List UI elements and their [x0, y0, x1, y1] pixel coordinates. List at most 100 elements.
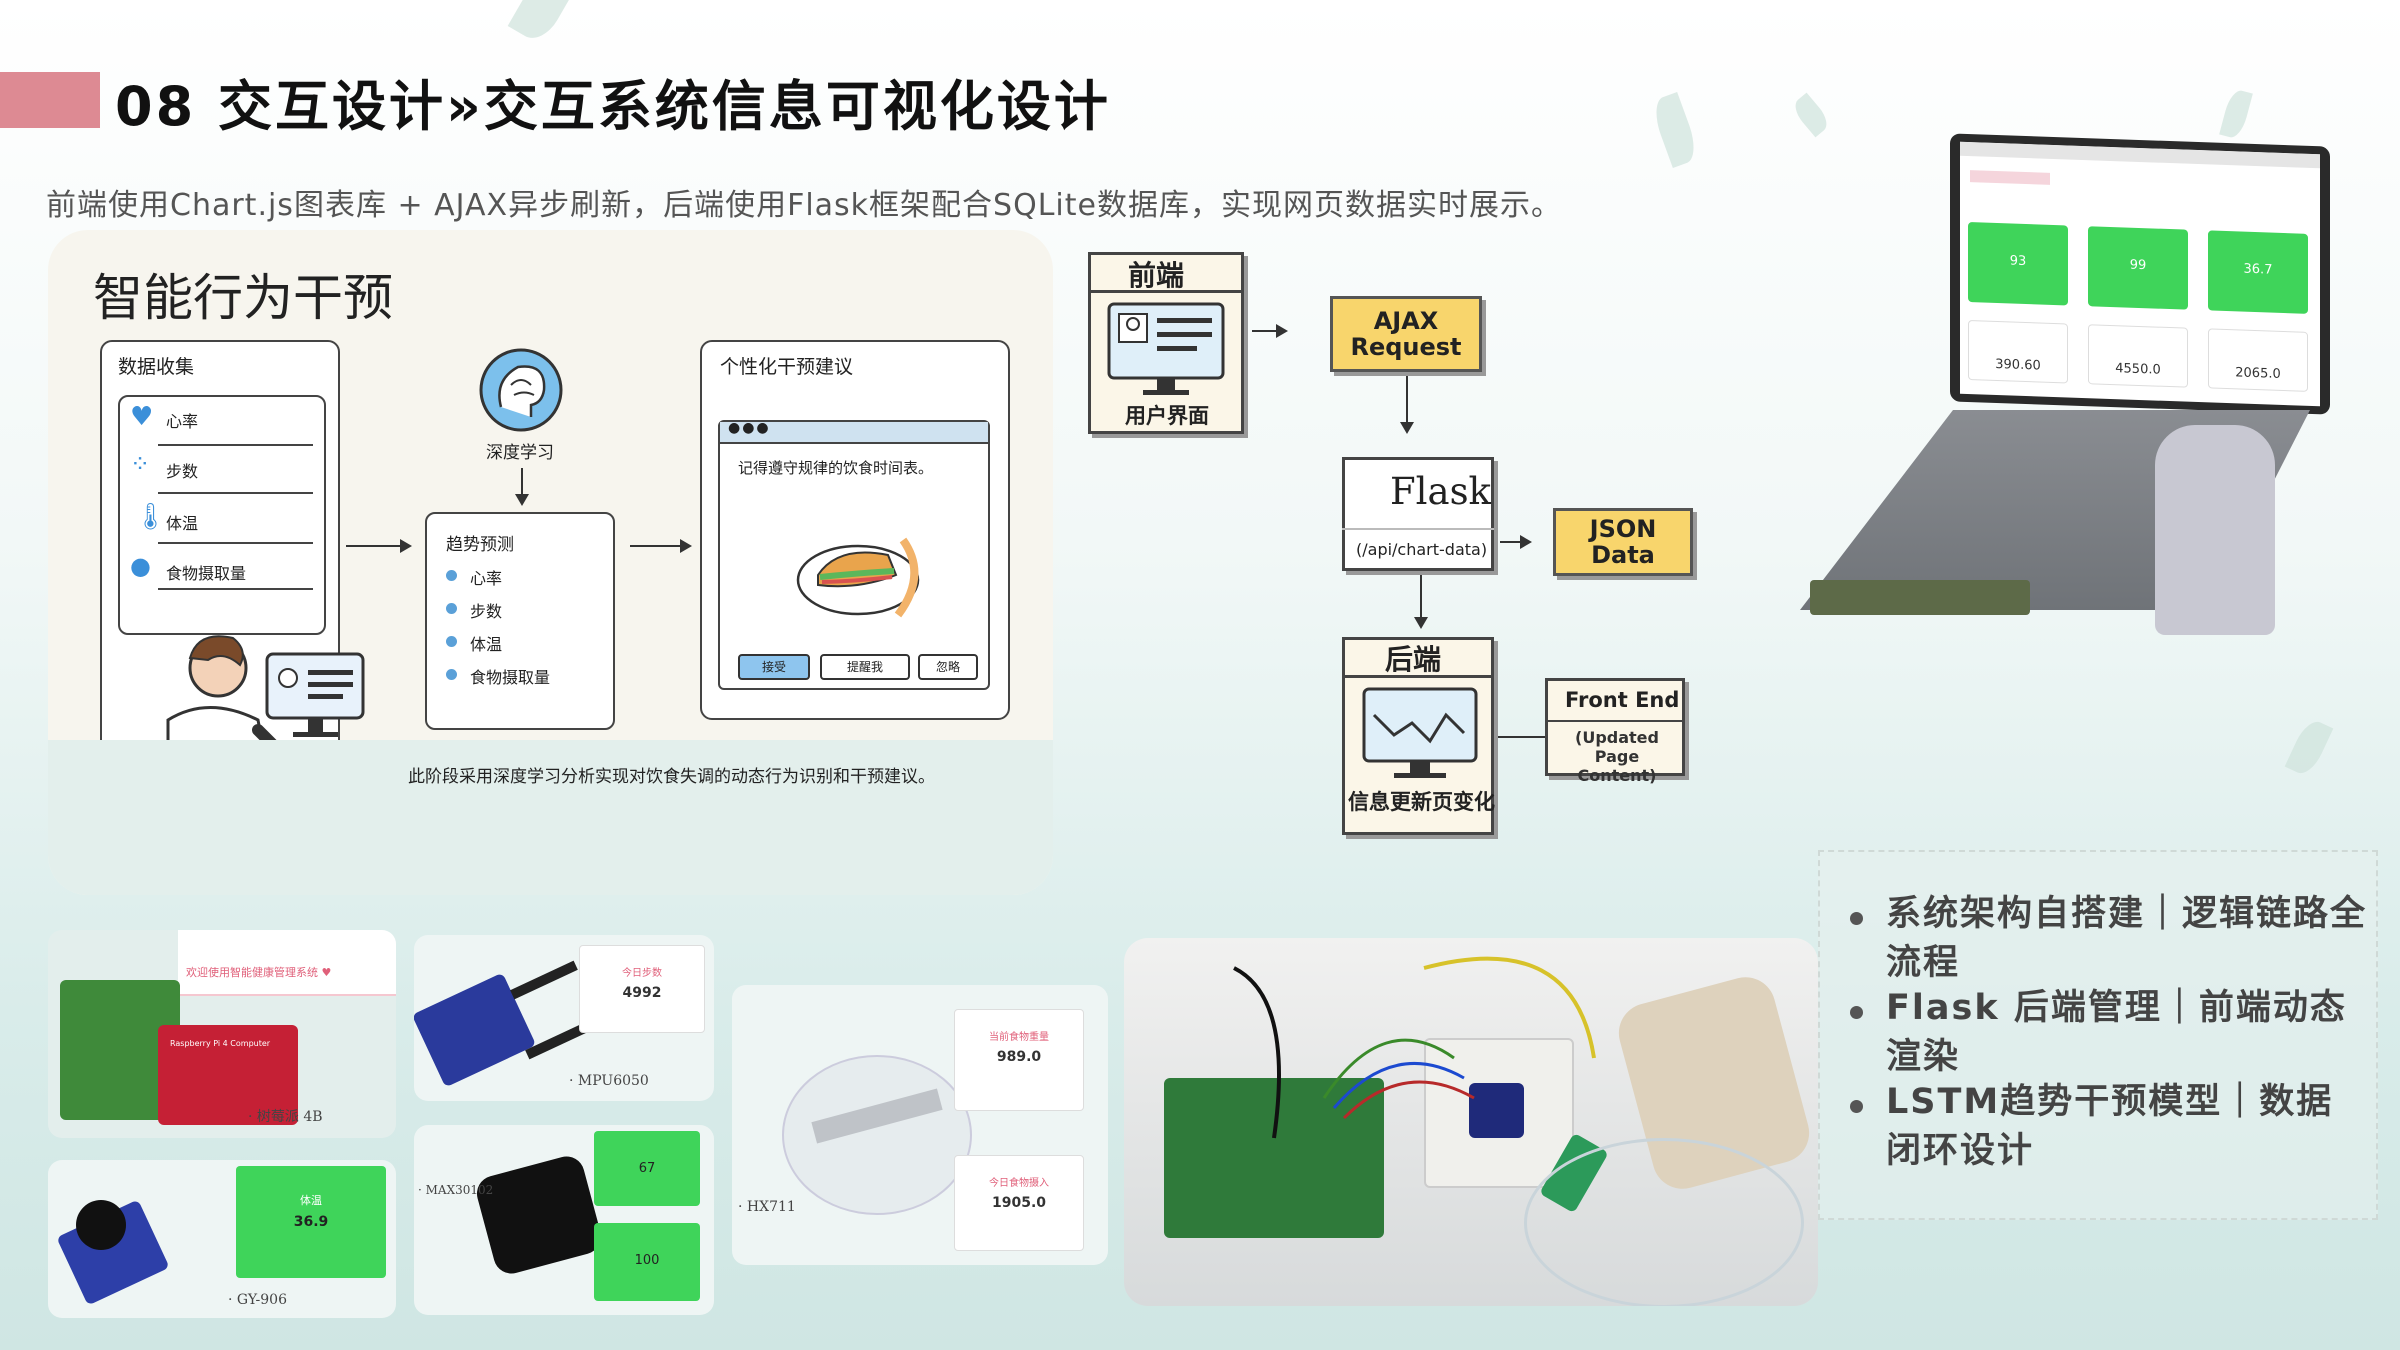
trend-item-heart: 心率	[470, 569, 503, 588]
accept-button[interactable]: 接受	[738, 654, 810, 680]
page-title: 08 交互设计»交互系统信息可视化设计	[115, 75, 1111, 138]
page-subtitle: 前端使用Chart.js图表库 + AJAX异步刷新，后端使用Flask框架配合…	[46, 188, 1562, 223]
screen-card: 36.7	[2208, 230, 2308, 314]
flask-title: Flask	[1390, 470, 1491, 513]
data-item-food: 食物摄取量	[166, 564, 247, 583]
arrow-to-advice	[630, 539, 692, 553]
arrow-to-ajax	[1252, 324, 1288, 338]
remind-button[interactable]: 提醒我	[820, 654, 910, 680]
laptop-photo: 93 99 36.7 390.60 4550.0 2065.0	[1760, 133, 2360, 680]
screen-card-value: 36.7	[2243, 261, 2273, 278]
frontend-end-title: Front End	[1565, 688, 1680, 712]
hx-caption: · HX711	[738, 1199, 796, 1215]
highlight-item: LSTM趋势干预模型｜数据闭环设计	[1850, 1078, 2370, 1176]
max-card-value: 100	[634, 1253, 660, 1268]
panel-footer-strip	[48, 740, 1053, 895]
divider	[158, 444, 313, 446]
circuit-board	[1810, 580, 2030, 615]
max-card: 67 100 · MAX30102	[414, 1125, 714, 1315]
arrow-to-flask	[1400, 376, 1414, 434]
screen-card-value: 390.60	[1995, 356, 2041, 374]
weight-card-value: 989.0	[996, 1049, 1042, 1065]
screen-card-value: 2065.0	[2235, 365, 2281, 382]
leaf-decoration	[2219, 87, 2253, 141]
leaf-decoration	[1648, 91, 1702, 169]
steps-card-value: 4992	[622, 985, 662, 1001]
highlight-item: Flask 后端管理｜前端动态渲染	[1850, 984, 2370, 1082]
screen-card-value: 4550.0	[2115, 361, 2161, 378]
bullet-dot	[446, 570, 457, 581]
divider	[158, 588, 313, 590]
raspberry-pi-photo	[1164, 1078, 1384, 1238]
flask-route: (/api/chart-data)	[1356, 540, 1488, 559]
screen-banner	[1970, 170, 2050, 185]
trend-item-steps: 步数	[470, 602, 503, 621]
hardware-photo	[1124, 938, 1818, 1306]
monitor-chart-icon	[1362, 687, 1478, 778]
computer-icon	[265, 652, 365, 737]
heart-icon: ♥	[130, 402, 154, 432]
divider	[158, 542, 313, 544]
sensor-module-photo	[1469, 1083, 1524, 1138]
ignore-button[interactable]: 忽略	[918, 654, 978, 680]
backend-caption: 信息更新页变化	[1348, 789, 1495, 814]
trend-item-food: 食物摄取量	[470, 668, 551, 687]
frontend-caption: 用户界面	[1125, 403, 1209, 428]
screen-card: 2065.0	[2208, 328, 2308, 392]
footprint-icon: ⁘	[130, 450, 151, 478]
leaf-decoration	[2284, 716, 2334, 779]
intake-card-value: 1905.0	[991, 1195, 1047, 1211]
leaf-decoration	[1789, 92, 1833, 138]
mpu-caption: · MPU6050	[569, 1073, 649, 1089]
backend-title: 后端	[1385, 643, 1442, 676]
raspberry-box: Raspberry Pi 4 Computer	[158, 1025, 298, 1125]
data-collection-title: 数据收集	[118, 356, 195, 378]
raspberry-card: 欢迎使用智能健康管理系统 ♥ Raspberry Pi 4 Computer ·…	[48, 930, 396, 1138]
apple-icon: ●	[130, 552, 151, 580]
screen-card-value: 93	[2009, 253, 2027, 270]
data-list-card	[118, 395, 326, 635]
window-titlebar	[720, 422, 988, 444]
wires-photo	[1233, 956, 1596, 1139]
backend-divider	[1342, 675, 1494, 678]
data-item-temp: 体温	[166, 514, 199, 533]
screen-card-value: 99	[2129, 257, 2147, 274]
hx-card: 当前食物重量 989.0 今日食物摄入 1905.0 · HX711	[732, 985, 1108, 1265]
intake-card-title: 今日食物摄入	[989, 1178, 1049, 1189]
max-card-value: 67	[638, 1161, 656, 1176]
arrow-to-json	[1500, 535, 1532, 549]
scale-plate-photo	[1524, 1138, 1804, 1306]
screen-card: 390.60	[1968, 319, 2068, 384]
bullet-dot	[446, 603, 457, 614]
temp-card-title: 体温	[300, 1194, 322, 1207]
scale-plate	[782, 1055, 972, 1215]
frontend-divider	[1088, 290, 1244, 293]
mannequin	[2155, 425, 2275, 635]
welcome-text: 欢迎使用智能健康管理系统 ♥	[186, 966, 332, 979]
gy-sensor-lens	[76, 1200, 126, 1250]
brain-icon	[479, 348, 563, 432]
intervention-heading: 智能行为干预	[93, 269, 393, 327]
temp-card: 体温 36.9	[236, 1166, 386, 1278]
steps-card-title: 今日步数	[622, 968, 662, 979]
divider	[158, 492, 313, 494]
bullet-dot	[446, 636, 457, 647]
weight-card: 当前食物重量 989.0	[954, 1009, 1084, 1111]
user-interface-icon	[1107, 302, 1225, 395]
leaf-decoration	[507, 0, 573, 46]
ajax-box: AJAX Request	[1330, 296, 1482, 372]
frontend-title: 前端	[1128, 259, 1185, 292]
frontend-end-divider	[1545, 720, 1685, 722]
steps-card: 今日步数 4992	[579, 945, 705, 1033]
arrow-down-deep	[515, 468, 529, 506]
deep-learning-label: 深度学习	[486, 443, 554, 463]
max-card-bottom: 100	[594, 1223, 700, 1301]
window-dots: ●●●	[728, 420, 771, 436]
pin-header	[510, 960, 578, 1000]
sandwich-icon	[796, 537, 920, 618]
advice-message: 记得遵守规律的饮食时间表。	[738, 459, 934, 477]
laptop-screen: 93 99 36.7 390.60 4550.0 2065.0	[1960, 141, 2320, 407]
frontend-end-box	[1545, 678, 1685, 776]
flask-divider	[1342, 528, 1494, 530]
trend-prediction-box	[425, 512, 615, 730]
